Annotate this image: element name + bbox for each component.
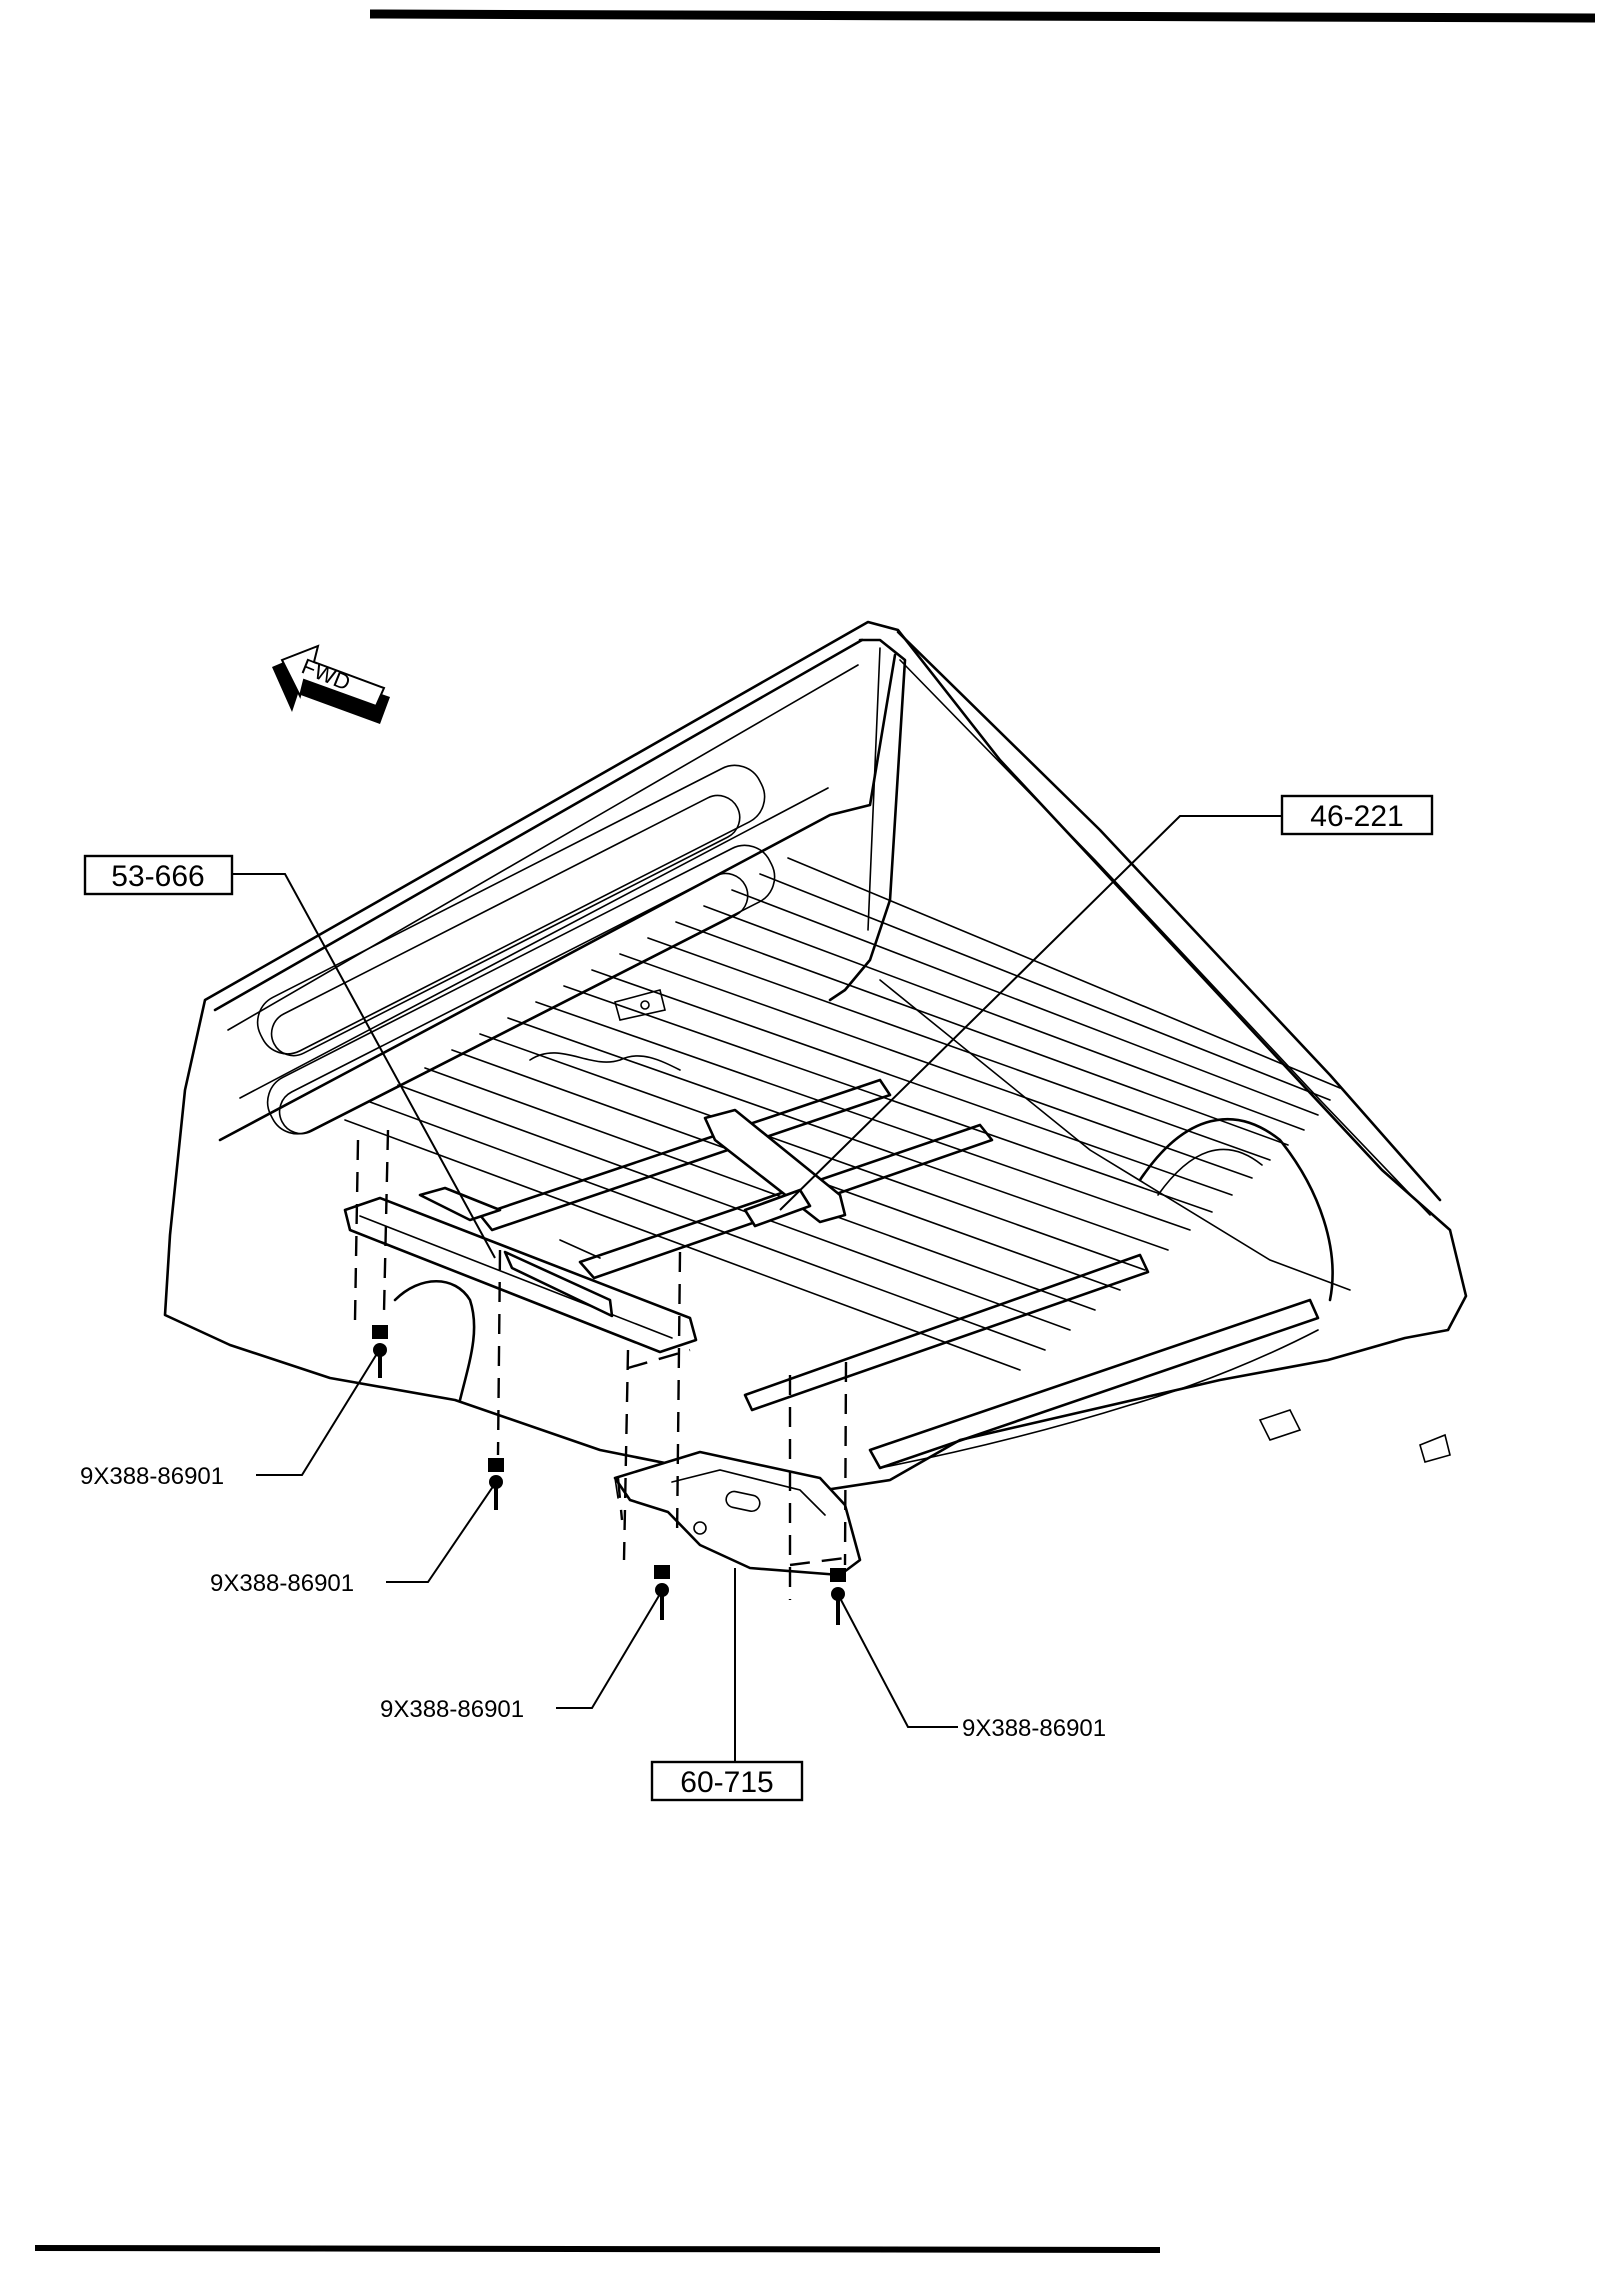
part-46-221 <box>703 1108 847 1228</box>
leader-lines <box>232 815 1282 1762</box>
part-label-bolt-2: 9X388-86901 <box>210 1570 354 1597</box>
bolt-icon-1 <box>372 1325 388 1378</box>
floor-ribs <box>344 857 1341 1371</box>
top-rule <box>369 9 1596 23</box>
bottom-rule <box>34 2245 1161 2253</box>
part-label-bolt-1: 9X388-86901 <box>80 1463 224 1490</box>
bolt-icon-3 <box>654 1565 670 1620</box>
callout-46-221-text: 46-221 <box>1310 800 1403 833</box>
callout-60-715: 60-715 <box>650 1760 804 1802</box>
truck-bed <box>163 620 1468 1502</box>
part-label-bolt-3: 9X388-86901 <box>380 1696 524 1723</box>
fwd-arrow-icon: FWD <box>272 644 390 724</box>
callout-53-666: 53-666 <box>83 854 234 896</box>
part-53-666 <box>343 1186 698 1354</box>
part-label-bolt-4: 9X388-86901 <box>962 1715 1106 1742</box>
part-60-715 <box>613 1450 862 1577</box>
bolt-icon-2 <box>488 1458 504 1510</box>
callout-53-666-text: 53-666 <box>111 860 204 893</box>
install-lines <box>353 1129 848 1600</box>
callout-46-221: 46-221 <box>1280 794 1434 836</box>
callout-60-715-text: 60-715 <box>680 1766 773 1799</box>
bolt-icon-4 <box>830 1568 846 1625</box>
